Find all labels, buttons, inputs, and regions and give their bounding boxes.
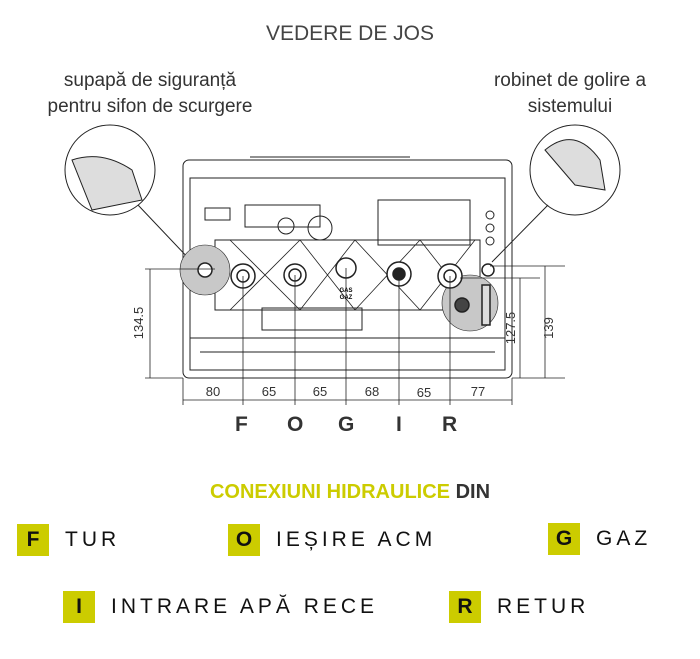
legend-item-i: I INTRARE APĂ RECE — [63, 591, 378, 623]
safety-valve-detail-circle — [64, 124, 156, 216]
callout-line: sistemului — [527, 96, 613, 117]
dimension-label: 65 — [262, 384, 276, 399]
safety-valve-connector — [197, 262, 213, 278]
dimension-label: 134.5 — [131, 307, 146, 340]
drain-valve-detail-circle — [529, 124, 621, 216]
legend-code: G — [548, 523, 580, 555]
dimension-label: 65 — [313, 384, 327, 399]
heading-dark: DIN — [455, 481, 491, 503]
legend-code: I — [63, 591, 95, 623]
legend-code: F — [17, 524, 49, 556]
callout-line: pentru sifon de scurgere — [47, 96, 253, 117]
legend-item-g: G GAZ — [548, 523, 651, 555]
drain-valve-callout: robinet de golire a sistemului — [460, 68, 680, 120]
view-title: VEDERE DE JOS — [265, 22, 435, 45]
letter-f: F — [235, 413, 248, 436]
dimension-label: 127.5 — [503, 312, 518, 345]
callout-line: supapă de siguranță — [63, 70, 237, 91]
legend-label: INTRARE APĂ RECE — [111, 595, 379, 618]
dimension-label: 139 — [541, 317, 556, 339]
legend-code: O — [228, 524, 260, 556]
legend-item-o: O IEȘIRE ACM — [228, 524, 436, 556]
siphon-hose-detail — [71, 156, 143, 211]
safety-valve-callout: supapă de siguranță pentru sifon de scur… — [10, 68, 290, 120]
drain-valve-connector — [481, 263, 495, 277]
heading-colored: CONEXIUNI HIDRAULICE — [209, 481, 450, 503]
legend-label: TUR — [65, 528, 121, 551]
letter-g: G — [338, 413, 355, 436]
letter-i: I — [396, 413, 402, 436]
legend-label: RETUR — [497, 595, 590, 618]
legend-label: GAZ — [596, 527, 652, 550]
dimension-label: 68 — [365, 384, 379, 399]
callout-line: robinet de golire a — [493, 70, 647, 91]
legend-label: IEȘIRE ACM — [276, 528, 437, 551]
dimension-label: 80 — [206, 384, 220, 399]
boiler-bottom-view-drawing: GAS GAZ 80 65 65 68 65 77 — [64, 124, 621, 405]
legend-code: R — [449, 591, 481, 623]
dimension-label: 77 — [471, 384, 485, 399]
dimension-label: 65 — [417, 385, 431, 400]
drain-valve-detail — [544, 139, 606, 191]
legend-heading: CONEXIUNI HIDRAULICE DIN — [0, 481, 700, 504]
legend-item-f: F TUR — [17, 524, 120, 556]
letter-o: O — [287, 413, 304, 436]
legend-item-r: R RETUR — [449, 591, 589, 623]
letter-r: R — [442, 413, 458, 436]
